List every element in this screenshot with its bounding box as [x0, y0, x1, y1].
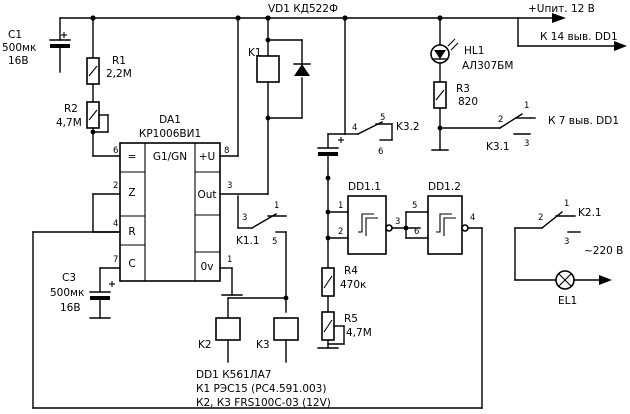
- da1-pin-3: 3: [227, 181, 232, 191]
- c3-name: C3: [62, 272, 76, 284]
- da1-pin-1: 1: [227, 255, 232, 265]
- dd12-label: DD1.2: [428, 181, 461, 193]
- dd12-pin-5: 5: [412, 201, 417, 211]
- r5-name: R5: [344, 313, 358, 325]
- c3-voltage: 16В: [60, 302, 81, 314]
- k11-label: K1.1: [236, 235, 260, 247]
- k31-pin-1: 1: [524, 101, 529, 111]
- mains-label: ~220 В: [584, 245, 623, 257]
- lamp-el1: [514, 270, 612, 290]
- contact-k31: [439, 113, 536, 135]
- resistor-r1: [86, 17, 100, 103]
- k3-label: K3: [256, 339, 270, 351]
- hl1-name: HL1: [464, 45, 484, 57]
- k31-pin-2: 2: [498, 115, 503, 125]
- dd11-pin-1: 1: [338, 201, 343, 211]
- diode-vd1: [293, 63, 311, 76]
- to-pin7-label: К 7 выв. DD1: [548, 115, 619, 127]
- el1-label: EL1: [558, 295, 577, 307]
- da1-pin-7: 7: [113, 255, 118, 265]
- r4-value: 470к: [340, 279, 366, 291]
- c3-value: 500мк: [50, 287, 84, 299]
- dd12-pin-4: 4: [470, 213, 475, 223]
- gate-dd12: [405, 195, 469, 255]
- da1-pin-2: 2: [113, 181, 118, 191]
- k32-label: K3.2: [396, 121, 420, 133]
- chip-da1: [119, 142, 221, 282]
- relay-k3-coil: [227, 295, 299, 363]
- k31-label: K3.1: [486, 141, 510, 153]
- pin-eq-label: =: [128, 151, 137, 163]
- k11-pin-1: 1: [274, 201, 279, 211]
- resistor-r2: [86, 101, 121, 157]
- da1-pin-4: 4: [113, 219, 118, 229]
- note-dd1: DD1 К561ЛА7: [196, 369, 271, 381]
- pin-c-label: C: [128, 258, 135, 270]
- vd1-label: VD1 КД522Ф: [268, 3, 338, 15]
- r1-value: 2,2М: [106, 68, 132, 80]
- k31-pin-3: 3: [524, 139, 529, 149]
- pin-g1gn-label: G1/GN: [153, 151, 187, 163]
- resistor-r3: [431, 81, 449, 151]
- r3-value: 820: [458, 96, 478, 108]
- contact-k21: [514, 211, 581, 281]
- k2-label: K2: [198, 339, 212, 351]
- c1-value: 500мк: [2, 42, 36, 54]
- da1-pin-6: 6: [113, 146, 118, 156]
- dd11-label: DD1.1: [348, 181, 381, 193]
- relay-k2-coil: [215, 297, 241, 363]
- to-pin14-arrow: [517, 17, 627, 51]
- r5-value: 4,7М: [346, 327, 372, 339]
- r1-name: R1: [112, 55, 126, 67]
- k11-pin-3: 3: [242, 213, 247, 223]
- k32-pin-5: 5: [380, 113, 385, 123]
- dd11-pin-2: 2: [338, 227, 343, 237]
- da1-pin-8: 8: [224, 146, 229, 156]
- note-k2-k3: К2, К3 FRS100C-03 (12V): [196, 397, 331, 409]
- k21-pin-1: 1: [564, 199, 569, 209]
- dd11-pin-3: 3: [395, 217, 400, 227]
- capacitor-c1: [49, 17, 71, 73]
- supply-label: +Uпит. 12 В: [528, 3, 595, 15]
- da1-type: КР1006ВИ1: [139, 128, 201, 140]
- pin-r-label: R: [128, 226, 135, 238]
- to-pin14-label: К 14 выв. DD1: [540, 31, 618, 43]
- pin-out-label: Out: [197, 189, 216, 201]
- k21-pin-3: 3: [564, 237, 569, 247]
- pin-plusu-label: +U: [199, 151, 215, 163]
- resistor-r5: [317, 311, 345, 349]
- r2-value: 4,7М: [56, 117, 82, 129]
- k21-pin-2: 2: [538, 213, 543, 223]
- hl1-type: АЛ307БМ: [462, 60, 513, 72]
- relay-k1-coil: [256, 17, 303, 195]
- da1-wiring: [32, 17, 483, 409]
- led-hl1: [430, 17, 459, 83]
- c1-name: C1: [8, 29, 22, 41]
- k21-label: K2.1: [578, 207, 602, 219]
- k32-pin-6: 6: [378, 147, 383, 157]
- pin-0v-label: 0v: [201, 261, 214, 273]
- c1-voltage: 16В: [8, 55, 29, 67]
- resistor-r4: [321, 267, 335, 297]
- k1-label: K1: [248, 47, 262, 59]
- r2-name: R2: [64, 103, 78, 115]
- k11-pin-5: 5: [272, 237, 277, 247]
- pin-z-label: Z: [128, 187, 135, 199]
- k32-pin-4: 4: [352, 123, 357, 133]
- r4-name: R4: [344, 265, 358, 277]
- capacitor-c3: [89, 281, 115, 319]
- da1-name: DA1: [159, 114, 181, 126]
- note-k1: К1 РЭС15 (РС4.591.003): [196, 383, 326, 395]
- r3-name: R3: [456, 83, 470, 95]
- dd12-pin-6: 6: [414, 227, 419, 237]
